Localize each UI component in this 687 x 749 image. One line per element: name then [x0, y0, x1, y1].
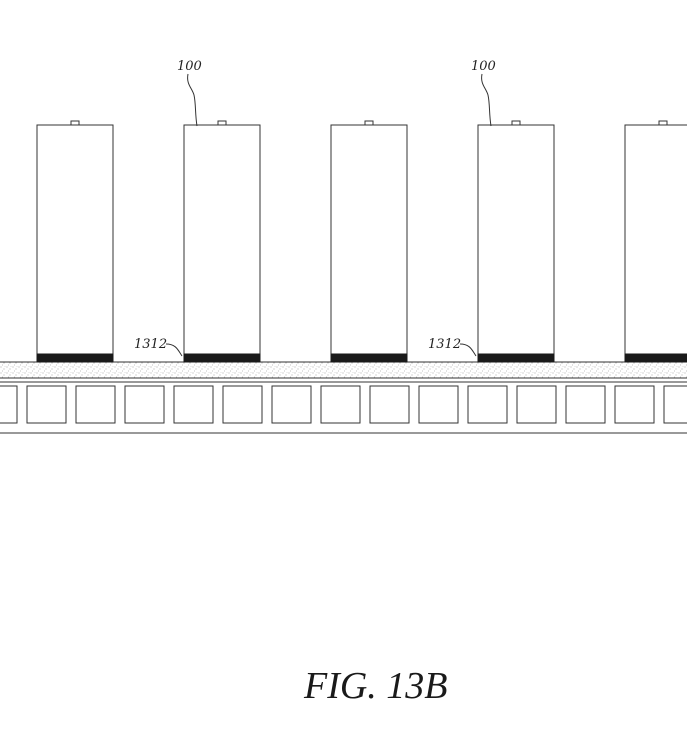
battery-body — [477, 124, 555, 363]
figure-caption: FIG. 13B — [303, 665, 448, 707]
battery-terminal — [217, 120, 227, 126]
cell — [271, 385, 312, 424]
cell — [75, 385, 116, 424]
cell — [173, 385, 214, 424]
cell — [467, 385, 508, 424]
cell — [222, 385, 263, 424]
substrate-layer — [0, 361, 687, 379]
battery-body — [36, 124, 114, 363]
battery-terminal — [364, 120, 374, 126]
cell — [26, 385, 67, 424]
battery — [477, 120, 555, 363]
cell-array — [0, 381, 687, 434]
leader-line-pad-1 — [165, 343, 183, 357]
cell — [0, 385, 18, 424]
pad-ref-label: 1312 — [134, 337, 167, 352]
leader-line-battery-1 — [187, 73, 198, 127]
battery — [36, 120, 114, 363]
cell — [320, 385, 361, 424]
battery-ref-label: 100 — [471, 59, 496, 74]
battery-ref-label: 100 — [177, 59, 202, 74]
battery-terminal — [658, 120, 668, 126]
leader-lines — [165, 73, 492, 357]
substrate-stipple — [0, 362, 687, 378]
battery-pad — [477, 353, 555, 363]
cell — [614, 385, 655, 424]
leader-line-battery-2 — [481, 73, 492, 127]
cell — [369, 385, 410, 424]
battery-pad — [183, 353, 261, 363]
cell — [418, 385, 459, 424]
battery-pad — [36, 353, 114, 363]
battery — [330, 120, 408, 363]
cell — [516, 385, 557, 424]
cell — [565, 385, 606, 424]
battery-row — [36, 120, 687, 363]
cell — [124, 385, 165, 424]
battery-terminal — [511, 120, 521, 126]
battery-terminal — [70, 120, 80, 126]
battery-pad — [330, 353, 408, 363]
pad-ref-label: 1312 — [428, 337, 461, 352]
battery-pad — [624, 353, 687, 363]
cell — [663, 385, 687, 424]
battery-body — [624, 124, 687, 363]
battery-body — [330, 124, 408, 363]
leader-line-pad-2 — [459, 343, 477, 357]
battery — [624, 120, 687, 363]
battery-body — [183, 124, 261, 363]
battery — [183, 120, 261, 363]
